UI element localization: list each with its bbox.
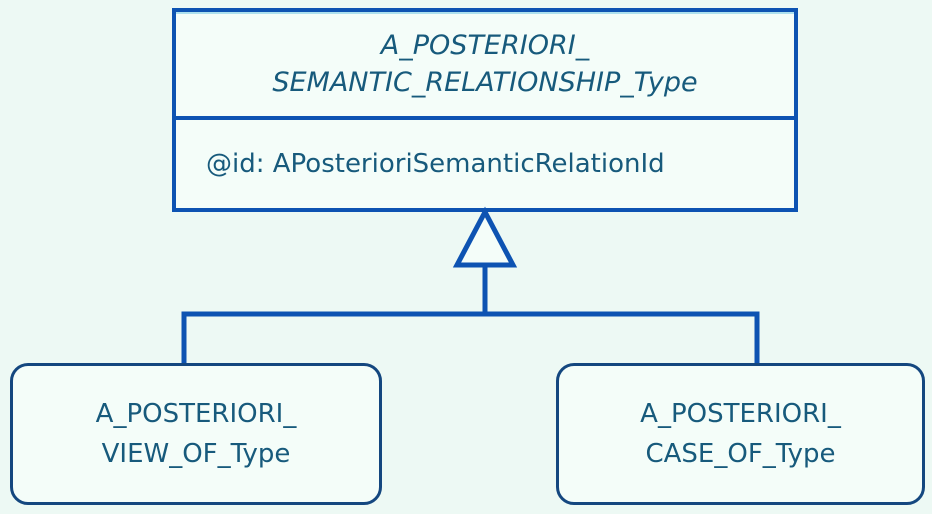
- attribute-id-text: @id: APosterioriSemanticRelationId: [206, 149, 665, 179]
- generalization-arrow-icon: [452, 206, 518, 268]
- case-of-name-line2: CASE_OF_Type: [645, 439, 836, 469]
- view-of-name-line1: A_POSTERIORI_: [95, 399, 297, 429]
- view-of-name-line2: VIEW_OF_Type: [101, 439, 291, 469]
- class-box-parent[interactable]: A_POSTERIORI_ SEMANTIC_RELATIONSHIP_Type…: [172, 8, 798, 212]
- case-of-name-line1: A_POSTERIORI_: [640, 399, 841, 429]
- connector-branch-lines: [181, 311, 760, 366]
- class-attribute-compartment: @id: APosterioriSemanticRelationId: [176, 120, 794, 208]
- parent-class-name-line1: A_POSTERIORI_: [380, 30, 590, 61]
- class-title-compartment: A_POSTERIORI_ SEMANTIC_RELATIONSHIP_Type: [176, 12, 794, 120]
- class-box-view-of[interactable]: A_POSTERIORI_ VIEW_OF_Type: [10, 363, 382, 505]
- class-box-case-of[interactable]: A_POSTERIORI_ CASE_OF_Type: [556, 363, 925, 505]
- parent-class-name-line2: SEMANTIC_RELATIONSHIP_Type: [272, 67, 698, 98]
